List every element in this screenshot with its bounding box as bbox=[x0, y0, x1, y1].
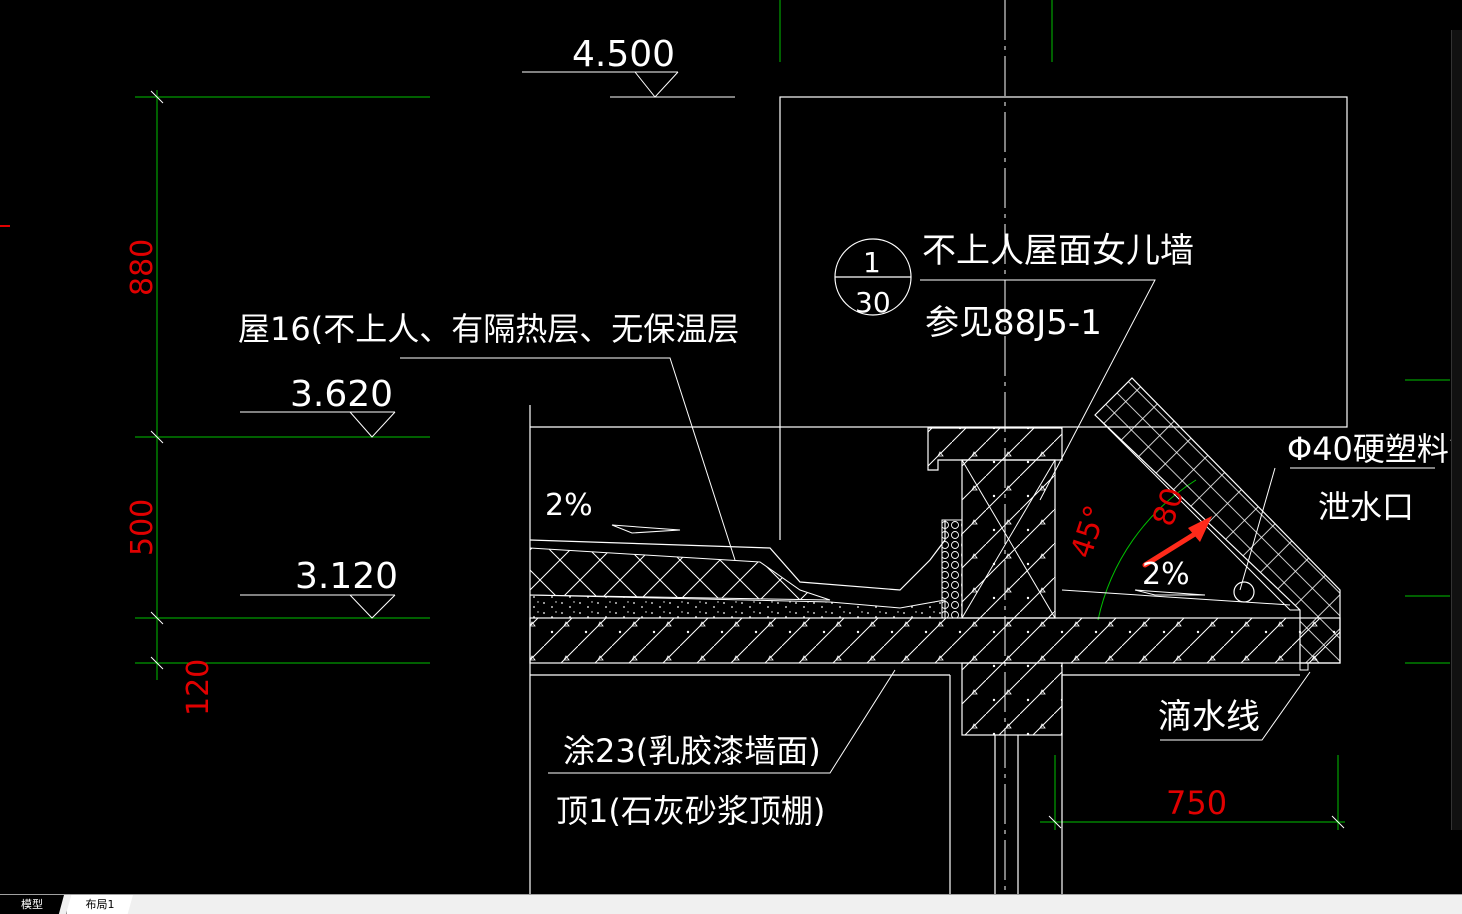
slope-right-label: 2% bbox=[1142, 557, 1190, 592]
slope-arrow-right bbox=[1134, 589, 1206, 596]
detail-index-symbol bbox=[834, 238, 912, 316]
elevation-4500: 4.500 bbox=[572, 34, 675, 75]
drain-pipe bbox=[1233, 581, 1255, 603]
dimension-750: 750 bbox=[1166, 784, 1227, 822]
roof-spec-note: 屋16(不上人、有隔热层、无保温层 bbox=[238, 310, 739, 348]
flashing-strip bbox=[941, 519, 963, 619]
angle-label: 45° bbox=[1064, 501, 1114, 562]
pipe-use-note: 泄水口 bbox=[1318, 488, 1414, 526]
parapet-title: 不上人屋面女儿墙 bbox=[922, 231, 1194, 271]
vertical-scrollbar[interactable] bbox=[1451, 30, 1462, 830]
dimension-ticks bbox=[150, 90, 1345, 829]
elevation-3120: 3.120 bbox=[295, 556, 398, 597]
drip-line-note: 滴水线 bbox=[1158, 697, 1260, 737]
slope-arrow-left bbox=[611, 524, 681, 534]
parapet-reference: 参见88J5-1 bbox=[925, 303, 1102, 343]
elevation-3620: 3.620 bbox=[290, 374, 393, 415]
drip-groove bbox=[1299, 663, 1309, 671]
tab-layout1[interactable]: 布局1 bbox=[66, 895, 133, 914]
red-arrow-annotation bbox=[1142, 516, 1212, 568]
ceiling-finish-note: 顶1(石灰砂浆顶棚) bbox=[556, 792, 825, 830]
elevation-markers bbox=[240, 71, 735, 619]
parapet-coping bbox=[927, 427, 1063, 471]
dimension-880: 880 bbox=[125, 239, 160, 296]
detail-index-bottom: 30 bbox=[855, 286, 891, 319]
detail-index-top: 1 bbox=[863, 246, 881, 279]
layout-tab-bar: 模型 布局1 bbox=[0, 894, 1462, 914]
section-outline bbox=[529, 96, 1348, 894]
insulation-layer bbox=[529, 547, 831, 601]
pipe-spec-note: Φ40硬塑料管 bbox=[1287, 430, 1462, 468]
dimension-500: 500 bbox=[125, 499, 160, 556]
slope-left-label: 2% bbox=[545, 488, 593, 523]
wall-finish-note: 涂23(乳胶漆墙面) bbox=[563, 732, 821, 770]
tab-model[interactable]: 模型 bbox=[0, 895, 64, 914]
roof-slab bbox=[529, 617, 1341, 664]
dimension-120: 120 bbox=[181, 659, 216, 716]
leader-lines bbox=[400, 279, 1435, 774]
drawing-canvas[interactable]: 4.500 3.620 3.120 880 500 120 750 45° 80… bbox=[0, 0, 1462, 894]
beam bbox=[961, 662, 1063, 736]
